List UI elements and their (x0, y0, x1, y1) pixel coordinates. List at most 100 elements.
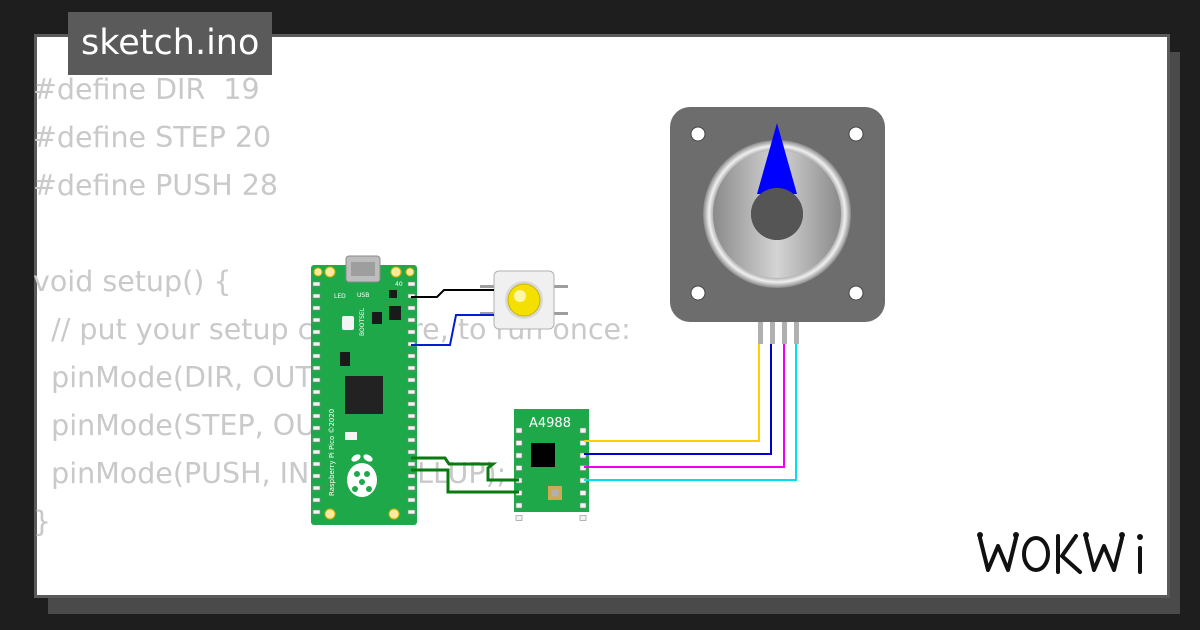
pico-pin[interactable] (407, 461, 416, 467)
motor-hub (751, 188, 803, 240)
pico-pin[interactable] (407, 329, 416, 335)
mount-hole (405, 267, 415, 277)
wire-green-1[interactable] (411, 456, 519, 482)
pico-pin[interactable] (312, 305, 321, 311)
pico-pin[interactable] (312, 461, 321, 467)
pico-pin[interactable] (312, 425, 321, 431)
pico-pin[interactable] (407, 365, 416, 371)
pico-pin[interactable] (407, 449, 416, 455)
wires (411, 289, 797, 494)
button-highlight (514, 290, 526, 302)
driver-pin[interactable] (515, 452, 523, 459)
pico-pin[interactable] (407, 425, 416, 431)
wire-blue[interactable] (411, 314, 494, 346)
pico-silkscreen: Raspberry Pi Pico ©2020 (328, 409, 336, 496)
driver-pin[interactable] (515, 465, 523, 471)
driver-pin[interactable] (579, 427, 587, 434)
file-tab[interactable]: sketch.ino (68, 12, 273, 75)
code-line: void setup() { (33, 265, 232, 298)
pico-pin[interactable] (312, 377, 321, 383)
component (345, 432, 357, 440)
pico-pin[interactable] (312, 293, 321, 299)
pico-pin[interactable] (312, 497, 321, 503)
motor-pointer (757, 123, 797, 194)
driver-pin[interactable] (515, 502, 523, 509)
driver-pin[interactable] (579, 515, 587, 521)
pico-pin[interactable] (407, 377, 416, 383)
bootsel-button[interactable] (342, 316, 354, 330)
driver-label: A4988 (529, 416, 571, 431)
mount-hole (313, 267, 323, 277)
driver-pin[interactable] (579, 490, 587, 496)
project-card (34, 34, 1170, 598)
pico-pins-left (312, 281, 321, 515)
code-line: #define DIR 19 (33, 73, 260, 106)
wire-navy[interactable] (584, 344, 772, 455)
pico-pin[interactable] (312, 473, 321, 479)
driver-pin[interactable] (515, 427, 523, 434)
pico-pin[interactable] (312, 449, 321, 455)
pico-pin[interactable] (312, 317, 321, 323)
pico-pins-right (407, 281, 416, 515)
mount-hole (324, 266, 336, 278)
raspberry-logo (347, 454, 377, 497)
pico-pin[interactable] (312, 281, 321, 287)
mount-hole (388, 508, 400, 520)
wire-black[interactable] (411, 289, 494, 298)
usb-label: USB (357, 292, 369, 299)
pico-pin[interactable] (407, 317, 416, 323)
a4988-driver[interactable]: A4988 (514, 409, 589, 521)
pico-pin[interactable] (407, 413, 416, 419)
mount-hole (390, 266, 402, 278)
rp2040-chip (345, 376, 383, 414)
pico-pin[interactable] (312, 485, 321, 491)
button-lead (554, 312, 568, 315)
pico-pin[interactable] (407, 401, 416, 407)
button-lead (480, 312, 494, 315)
pico-pin[interactable] (407, 305, 416, 311)
stepper-motor[interactable] (670, 107, 885, 344)
pin-40-label: 40 (395, 281, 403, 288)
code-line: } (33, 505, 52, 538)
pico-pin[interactable] (312, 353, 321, 359)
pico-pin[interactable] (407, 485, 416, 491)
bootsel-label: BOOTSEL (359, 307, 366, 336)
pico-pin[interactable] (407, 497, 416, 503)
pico-pin[interactable] (407, 473, 416, 479)
motor-lead (794, 322, 799, 344)
wokwi-logo (977, 532, 1143, 574)
pico-pin[interactable] (312, 329, 321, 335)
pico-pin[interactable] (312, 341, 321, 347)
pico-pin[interactable] (407, 437, 416, 443)
pico-pin[interactable] (312, 401, 321, 407)
driver-pin[interactable] (515, 515, 523, 521)
pico-pin[interactable] (407, 389, 416, 395)
driver-pin[interactable] (579, 452, 587, 459)
pico-pin[interactable] (312, 389, 321, 395)
driver-pin[interactable] (515, 440, 523, 446)
component (389, 290, 397, 298)
raspberry-pi-pico[interactable]: LED USB 40 BOOTSEL Raspberry Pi Pico ©20… (311, 255, 417, 525)
mount-hole (324, 508, 336, 520)
pico-pin[interactable] (407, 509, 416, 515)
component (389, 306, 401, 320)
pico-pin[interactable] (312, 413, 321, 419)
wire-green-2[interactable] (411, 468, 519, 494)
pico-pin[interactable] (407, 281, 416, 287)
driver-chip (531, 443, 555, 467)
pico-pin[interactable] (312, 437, 321, 443)
pot-knob (551, 489, 559, 497)
motor-lead (782, 322, 787, 344)
wire-magenta[interactable] (584, 344, 785, 468)
led (340, 352, 350, 366)
pico-pin[interactable] (407, 353, 416, 359)
driver-pin[interactable] (579, 440, 587, 446)
motor-lead (770, 322, 775, 344)
motor-lead (758, 322, 763, 344)
driver-pin[interactable] (579, 502, 587, 509)
pico-pin[interactable] (312, 365, 321, 371)
pico-pin[interactable] (312, 509, 321, 515)
wire-cyan[interactable] (584, 344, 797, 481)
pushbutton[interactable] (480, 270, 568, 330)
wire-yellow[interactable] (584, 344, 760, 442)
